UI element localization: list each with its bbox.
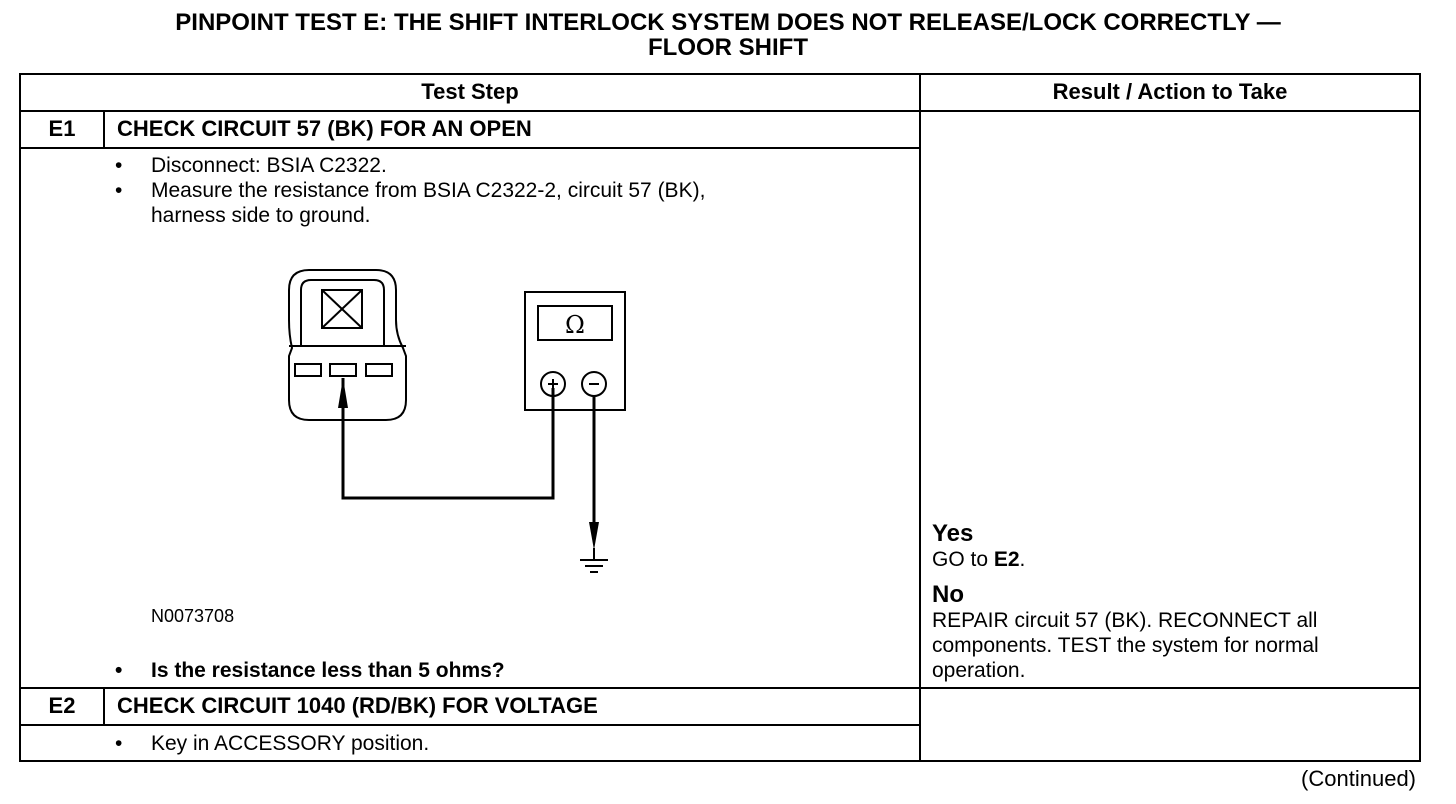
divider-e2-title [21, 724, 919, 726]
connector-ohmmeter-figure: Ω [288, 269, 626, 573]
page-title: PINPOINT TEST E: THE SHIFT INTERLOCK SYS… [0, 10, 1456, 60]
step-id-e2: E2 [48, 693, 76, 718]
bullet-text: Disconnect: BSIA C2322. [151, 154, 387, 177]
question-text: Is the resistance less than 5 ohms? [151, 659, 505, 682]
figure-id: N0073708 [151, 606, 235, 626]
yes-action-target: E2 [993, 548, 1020, 571]
step-title-e2: CHECK CIRCUIT 1040 (RD/BK) FOR VOLTAGE [117, 693, 598, 718]
bullet-glyph: • [115, 732, 123, 755]
divider-step-result [919, 75, 921, 760]
result-no-line-1: REPAIR circuit 57 (BK). RECONNECT all [932, 609, 1318, 632]
step-title-e1: CHECK CIRCUIT 57 (BK) FOR AN OPEN [117, 116, 532, 141]
bullet-text: Measure the resistance from BSIA C2322-2… [151, 179, 706, 202]
test-lead-plus [341, 378, 555, 500]
result-yes-text: GO to E2. [932, 547, 1025, 572]
result-no-label: No [932, 581, 964, 608]
title-line-1: PINPOINT TEST E: THE SHIFT INTERLOCK SYS… [175, 9, 1281, 36]
step-id-e1: E1 [48, 116, 76, 141]
bullet-glyph: • [115, 154, 123, 177]
result-no-line-3: operation. [932, 659, 1026, 682]
bullet-text: Key in ACCESSORY position. [151, 732, 430, 755]
header-result: Result / Action to Take [1052, 79, 1288, 104]
bullet-text: harness side to ground. [151, 204, 371, 227]
continued-label: (Continued) [1301, 766, 1416, 791]
bullet-glyph: • [115, 659, 123, 682]
divider-header [21, 110, 1419, 112]
probe-tip-plus [338, 378, 348, 408]
ground-symbol-icon [580, 548, 608, 573]
divider-e1-title [21, 147, 919, 149]
probe-tip-minus [589, 522, 599, 550]
divider-e1-e2 [21, 687, 1419, 689]
result-no-line-2: components. TEST the system for normal [932, 634, 1319, 657]
connector-icon [288, 269, 407, 421]
result-yes-label: Yes [932, 520, 974, 547]
meter-ohm-symbol: Ω [565, 311, 585, 339]
divider-id-e1 [103, 111, 105, 148]
divider-id-e2 [103, 688, 105, 725]
bullet-glyph: • [115, 179, 123, 202]
yes-action-suffix: . [1019, 548, 1026, 571]
yes-action-prefix: GO to [932, 548, 994, 571]
ohmmeter-icon [524, 291, 626, 411]
title-line-2: FLOOR SHIFT [648, 34, 808, 61]
pinpoint-test-table: Test Step Result / Action to Take E1 CHE… [19, 73, 1421, 762]
header-test-step: Test Step [421, 79, 519, 104]
